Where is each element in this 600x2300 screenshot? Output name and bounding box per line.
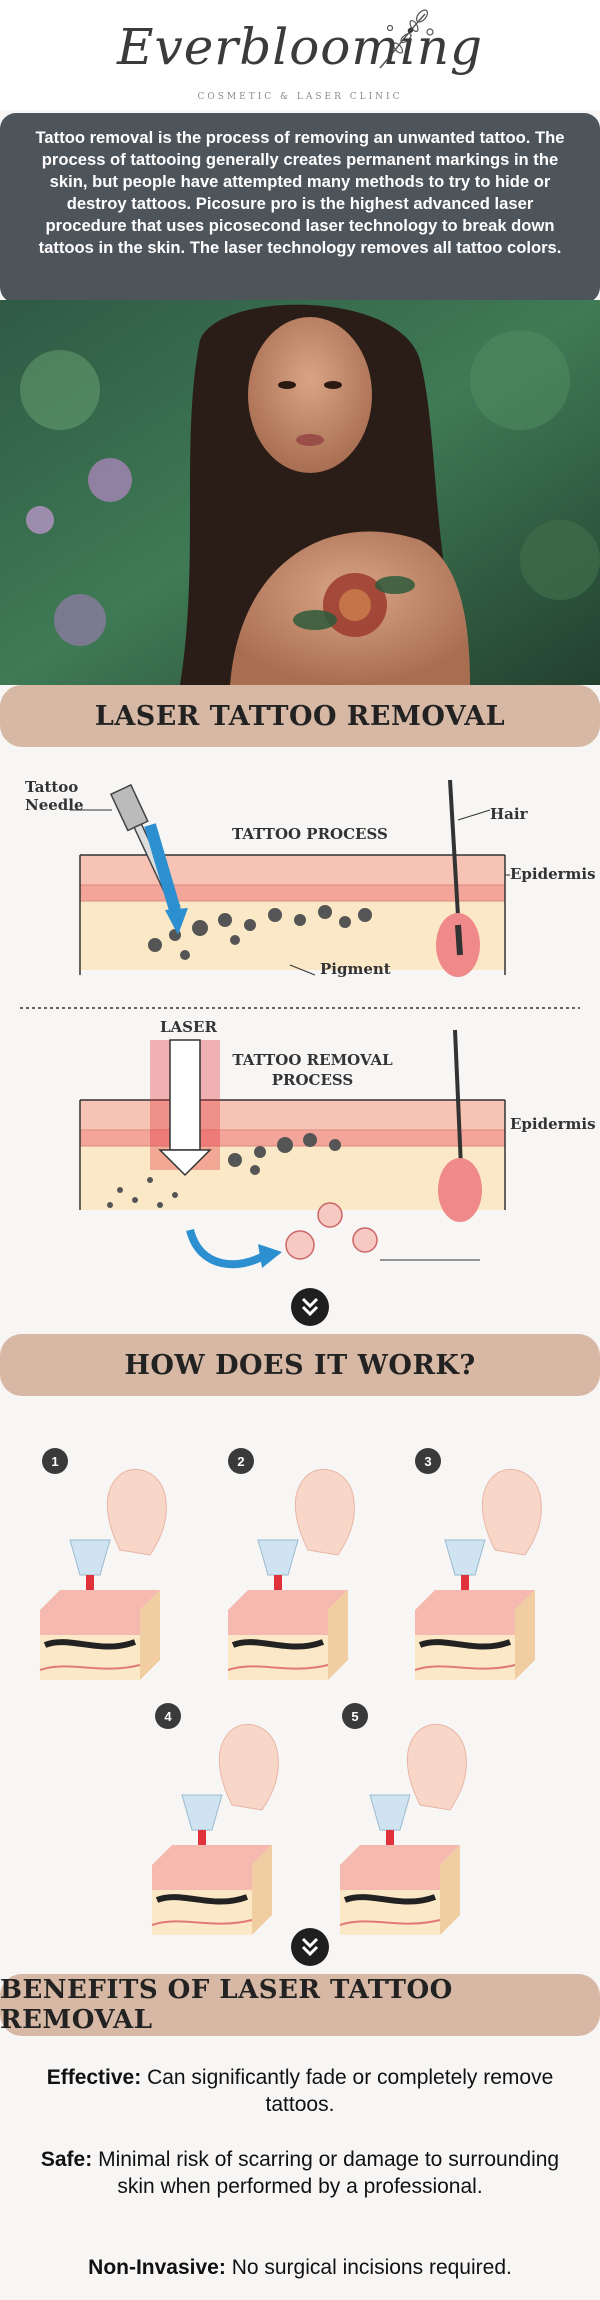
section-bar-laser: LASER TATTOO REMOVAL [0, 685, 600, 747]
benefit-item: Effective: Can significantly fade or com… [30, 2064, 570, 2118]
hero-photo [0, 300, 600, 685]
tattoo-diagram: Tattoo Needle TATTOO PROCESS Hair Epider… [0, 750, 600, 1290]
section-bar-benefits: BENEFITS OF LASER TATTOO REMOVAL [0, 1974, 600, 2036]
chevron-down-double-icon [291, 1928, 329, 1966]
benefit-label: Safe: [40, 2148, 93, 2171]
section-title: HOW DOES IT WORK? [124, 1349, 476, 1381]
benefit-text: Can significantly fade or completely rem… [147, 2066, 554, 2116]
intro-text: Tattoo removal is the process of removin… [35, 128, 565, 257]
chevron-down-double-icon [291, 1288, 329, 1326]
benefit-item: Safe: Minimal risk of scarring or damage… [30, 2146, 570, 2200]
label-epidermis-bottom: Epidermis [510, 1115, 596, 1133]
step-number-1: 1 [42, 1448, 68, 1474]
intro-box: Tattoo removal is the process of removin… [0, 113, 600, 303]
step-number-2: 2 [228, 1448, 254, 1474]
section-title: BENEFITS OF LASER TATTOO REMOVAL [0, 1975, 453, 2035]
label-tattoo-process: TATTOO PROCESS [232, 825, 388, 843]
label-epidermis-top: Epidermis [510, 865, 596, 883]
step-number-3: 3 [415, 1448, 441, 1474]
benefit-item: Non-Invasive: No surgical incisions requ… [30, 2254, 570, 2281]
step-number-4: 4 [155, 1703, 181, 1729]
section-title: LASER TATTOO REMOVAL [94, 700, 506, 732]
benefit-label: Effective: [46, 2066, 142, 2089]
brand-name: Everblooming [116, 18, 484, 76]
brand-tagline: COSMETIC & LASER CLINIC [197, 92, 403, 102]
benefit-label: Non-Invasive: [88, 2256, 226, 2279]
brand-header: Everblooming COSMETIC & LASER CLINIC [0, 0, 600, 110]
label-tattoo-needle: Tattoo Needle [25, 778, 84, 814]
label-laser: LASER [160, 1018, 217, 1036]
steps-panel: 1 2 3 4 5 [0, 1400, 600, 1940]
section-bar-how: HOW DOES IT WORK? [0, 1334, 600, 1396]
label-pigment: Pigment [320, 960, 391, 978]
label-removal-process: TATTOO REMOVAL PROCESS [232, 1051, 393, 1089]
benefit-text: No surgical incisions required. [231, 2256, 512, 2279]
leaf-sprig-icon [379, 9, 434, 69]
benefit-text: Minimal risk of scarring or damage to su… [98, 2148, 560, 2198]
label-hair: Hair [490, 805, 528, 823]
step-number-5: 5 [342, 1703, 368, 1729]
